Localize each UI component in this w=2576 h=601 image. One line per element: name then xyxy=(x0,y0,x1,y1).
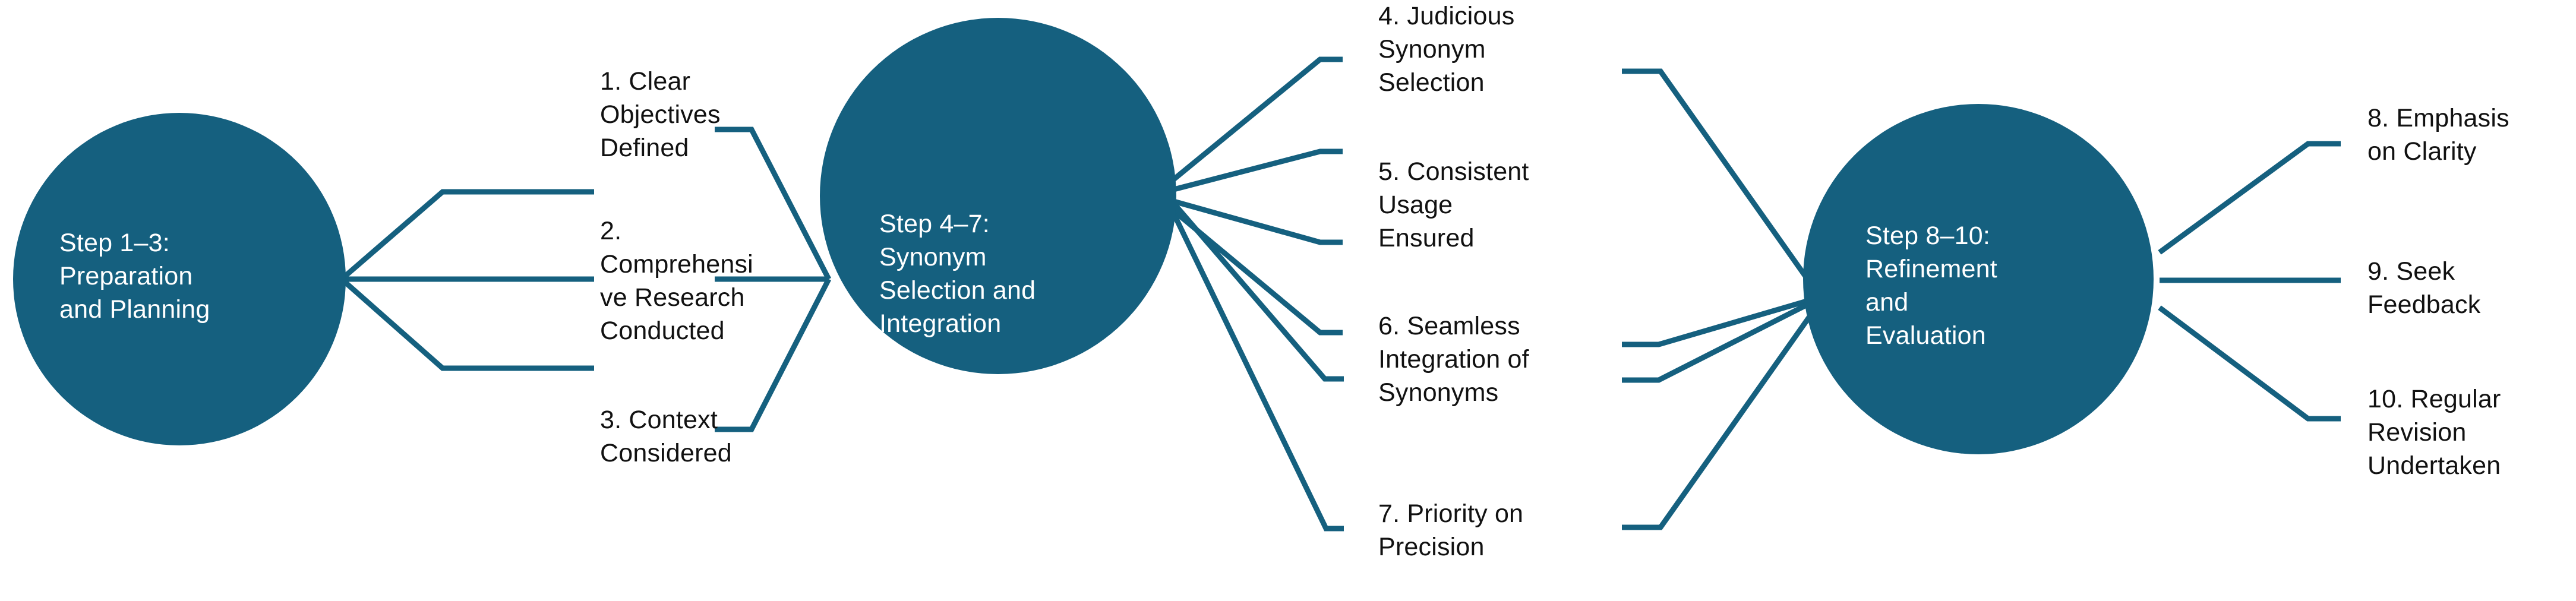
connector-leaf7-stage3 xyxy=(1622,313,1813,530)
leaf-label-1[interactable]: 1. Clear Objectives Defined xyxy=(600,67,721,162)
leaf-label-10[interactable]: 10. Regular Revision Undertaken xyxy=(2367,385,2501,480)
connector-stage2-leaf6 xyxy=(1170,198,1343,245)
connector-stage2-leaf6-ext xyxy=(1169,199,1344,382)
leaf-label-8[interactable]: 8. Emphasis on Clarity xyxy=(2367,104,2509,166)
connector-stage3-leaf8 xyxy=(2158,141,2341,255)
connector-leaf1-stage2 xyxy=(715,126,831,281)
connector-stage2-leaf7 xyxy=(1170,207,1343,336)
stage-node-3-circle[interactable] xyxy=(1803,104,2154,454)
leaf-label-4[interactable]: 4. Judicious Synonym Selection xyxy=(1378,2,1515,97)
leaf-label-2[interactable]: 2. Comprehensi ve Research Conducted xyxy=(600,217,753,345)
leaf-label-6[interactable]: 6. Seamless Integration of Synonyms xyxy=(1378,312,1529,407)
connector-stage2-leaf7-ext xyxy=(1169,208,1344,532)
connector-stage2-leaf5 xyxy=(1170,148,1343,193)
connector-stage1-leaf3 xyxy=(340,277,594,371)
connector-leaf6-stage3 xyxy=(1622,300,1813,383)
leaf-label-5[interactable]: 5. Consistent Usage Ensured xyxy=(1378,157,1529,252)
connector-stage3-leaf10 xyxy=(2158,305,2341,422)
connector-stage1-leaf1 xyxy=(340,189,594,281)
connector-stage2-leaf4 xyxy=(1170,56,1343,184)
stage-node-1-circle[interactable] xyxy=(13,113,346,445)
connector-leaf4-stage3 xyxy=(1622,68,1813,286)
stage-node-2-circle[interactable] xyxy=(820,18,1176,374)
leaf-label-9[interactable]: 9. Seek Feedback xyxy=(2367,257,2481,319)
connector-leaf3-stage2 xyxy=(715,277,832,432)
connector-leaf5-stage3 xyxy=(1622,297,1812,347)
leaf-label-7[interactable]: 7. Priority on Precision xyxy=(1378,499,1524,561)
leaf-label-3[interactable]: 3. Context Considered xyxy=(600,406,732,467)
